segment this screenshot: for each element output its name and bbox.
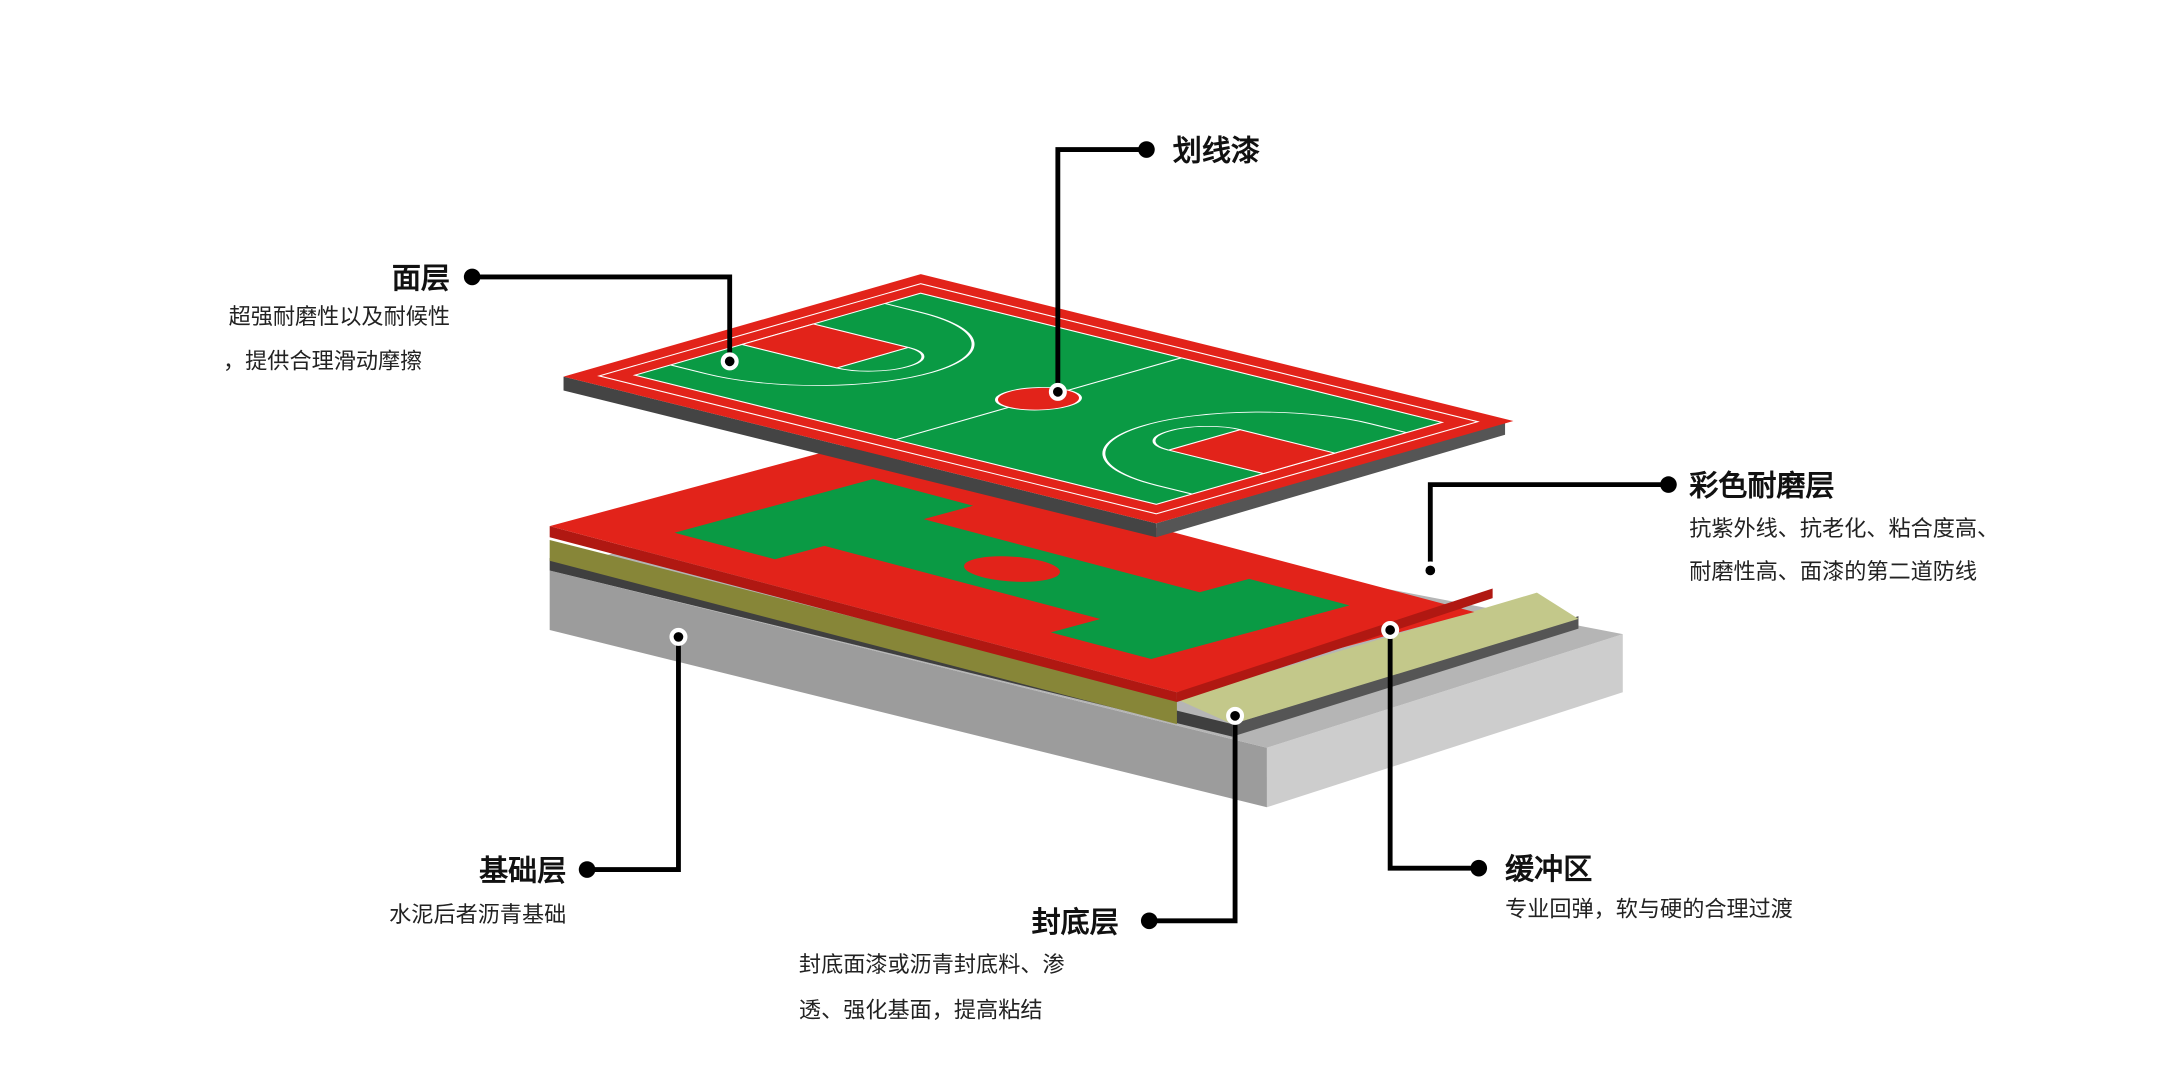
callout-line-paint: 划线漆 (1048, 134, 1260, 401)
seal-desc-line1: 封底面漆或沥青封底料、渗 (799, 952, 1065, 978)
color-wear-desc-line1: 抗紫外线、抗老化、粘合度高、 (1689, 516, 1999, 542)
court-surface-layer (563, 274, 1514, 538)
line-paint-title: 划线漆 (1173, 134, 1260, 168)
base-title: 基础层 (479, 854, 566, 888)
buffer-desc: 专业回弹，软与硬的合理过渡 (1505, 897, 1793, 923)
callout-buffer: 缓冲区 专业回弹，软与硬的合理过渡 (1381, 621, 1793, 923)
callout-base: 基础层 水泥后者沥青基础 (389, 627, 688, 928)
callout-surface: 面层 超强耐磨性以及耐候性 ，提供合理滑动摩擦 (223, 261, 739, 374)
seal-desc-line2: 透、强化基面，提高粘结 (799, 998, 1043, 1024)
callout-seal: 封底层 封底面漆或沥青封底料、渗 透、强化基面，提高粘结 (799, 706, 1245, 1024)
surface-title: 面层 (392, 261, 450, 295)
seal-title: 封底层 (1032, 905, 1119, 939)
color-wear-title: 彩色耐磨层 (1689, 469, 1834, 503)
buffer-title: 缓冲区 (1505, 852, 1592, 886)
color-wear-desc-line2: 耐磨性高、面漆的第二道防线 (1689, 559, 1977, 585)
base-desc: 水泥后者沥青基础 (389, 902, 566, 928)
surface-desc-line2: ，提供合理滑动摩擦 (223, 348, 422, 374)
callout-color-wear: 彩色耐磨层 抗紫外线、抗老化、粘合度高、 耐磨性高、面漆的第二道防线 (1421, 469, 1999, 585)
surface-desc-line1: 超强耐磨性以及耐候性 (229, 304, 450, 330)
buffer-layer-slab (549, 540, 1579, 725)
color-wear-layer (549, 445, 1493, 702)
